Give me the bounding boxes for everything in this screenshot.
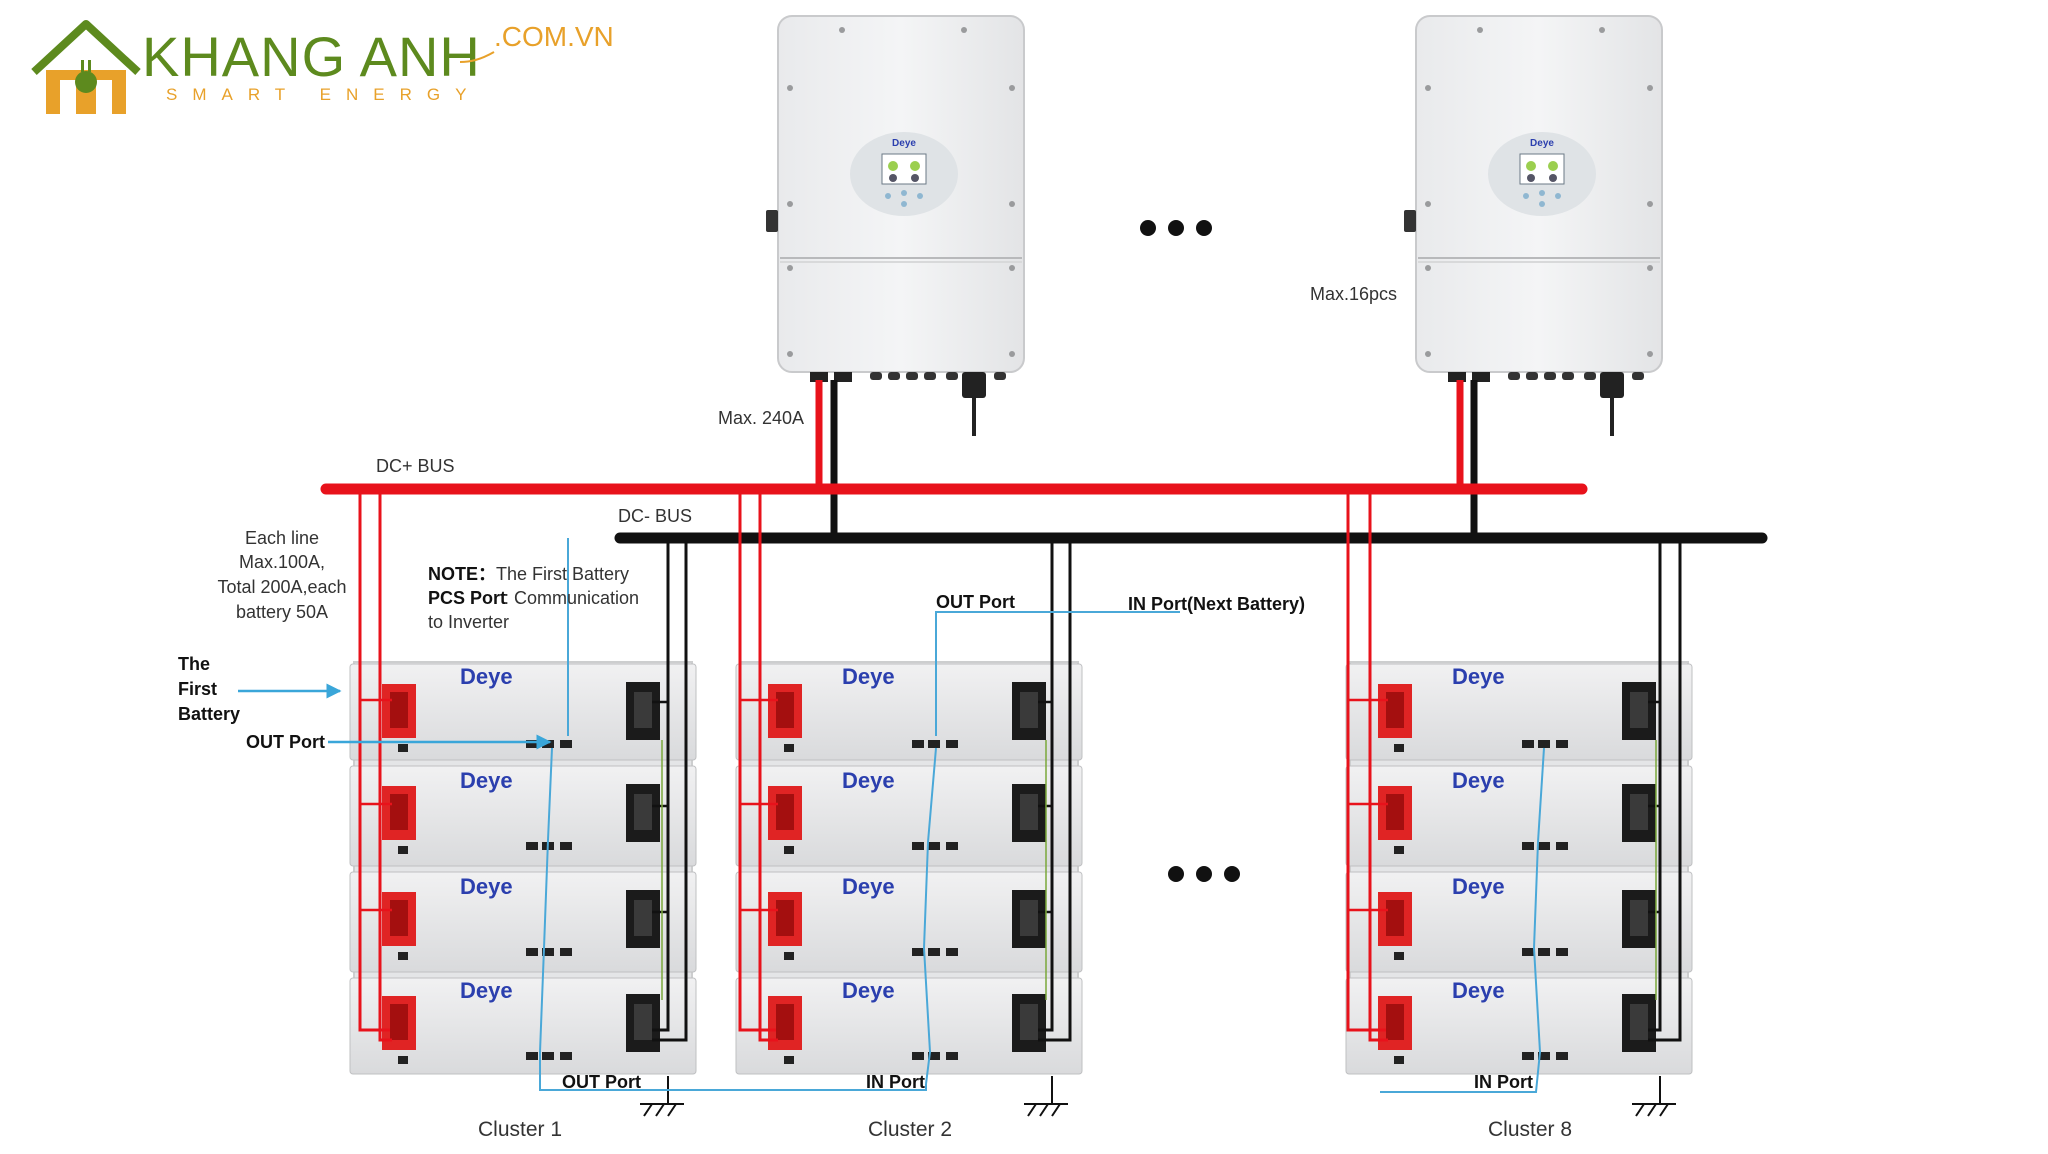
battery-module: Deye [1345, 871, 1693, 973]
cluster-label: Cluster 1 [478, 1118, 562, 1141]
battery-brand: Deye [1452, 768, 1505, 793]
first-battery-note: NOTE： The First Battery PCS Port : Commu… [428, 564, 639, 632]
battery-module: Deye [1345, 663, 1693, 761]
note-title: NOTE： [428, 564, 496, 584]
cluster-1: Deye Deye Deye Deye [349, 489, 697, 1141]
first-battery-label-line: Battery [178, 704, 240, 724]
each-line-note: Each line Max.100A, Total 200A,each batt… [217, 528, 346, 622]
inverter-2-cables [1456, 380, 1478, 536]
each-line-note-line: Max.100A, [239, 552, 325, 572]
more-clusters-ellipsis [1168, 866, 1240, 882]
battery-brand: Deye [1452, 978, 1505, 1003]
battery-brand: Deye [460, 664, 513, 689]
first-battery-callout: The First Battery [178, 654, 342, 724]
ground-icon [1024, 1076, 1068, 1117]
more-inverters-ellipsis [1140, 220, 1212, 236]
battery-brand: Deye [842, 874, 895, 899]
svg-text:PCS Port: PCS Port [428, 588, 506, 608]
battery-brand: Deye [842, 978, 895, 1003]
first-battery-label-line: The [178, 654, 210, 674]
battery-module: Deye [349, 871, 697, 973]
in-port-label-cluster8: IN Port [1474, 1072, 1533, 1092]
out-port-label-cluster2: OUT Port [936, 592, 1015, 612]
battery-brand: Deye [460, 874, 513, 899]
battery-module: Deye [735, 663, 1083, 761]
battery-module: Deye [349, 977, 697, 1075]
out-port-label-first: OUT Port [246, 732, 325, 752]
company-logo: KHANG ANH .COM.VN SMART ENERGY [31, 20, 614, 114]
inverter-brand: Deye [1530, 138, 1554, 149]
logo-tagline: SMART ENERGY [166, 85, 481, 104]
battery-module: Deye [735, 977, 1083, 1075]
comm-link-cluster1-to-2 [539, 1062, 927, 1091]
first-battery-label-line: First [178, 679, 217, 699]
inverter-2: Deye [1404, 15, 1663, 436]
out-port-label-bottom: OUT Port [562, 1072, 641, 1092]
inverter-terminals [1448, 372, 1644, 436]
note-line-1: The First Battery [496, 564, 629, 584]
battery-brand: Deye [460, 978, 513, 1003]
battery-brand: Deye [1452, 664, 1505, 689]
cluster-label: Cluster 2 [868, 1118, 952, 1141]
cluster-8: Deye Deye Deye Deye [1345, 489, 1693, 1141]
svg-text:NOTE：: NOTE： [428, 564, 496, 584]
battery-brand: Deye [842, 664, 895, 689]
battery-module: Deye [1345, 765, 1693, 867]
ground-icon [640, 1076, 684, 1117]
battery-module: Deye [349, 765, 697, 867]
battery-module: Deye [1345, 977, 1693, 1075]
cluster-label: Cluster 8 [1488, 1118, 1572, 1141]
battery-brand: Deye [1452, 874, 1505, 899]
logo-domain: .COM.VN [494, 21, 614, 52]
note-line-2: : Communication [504, 588, 639, 608]
inverter-display: Deye [1488, 132, 1596, 216]
inverter-1-cables [815, 380, 838, 536]
battery-brand: Deye [460, 768, 513, 793]
note-line-3: to Inverter [428, 612, 509, 632]
battery-module: Deye [349, 663, 697, 761]
each-line-note-line: Each line [245, 528, 319, 548]
inverter-terminals [810, 372, 1006, 436]
house-plug-icon [31, 20, 141, 114]
battery-module: Deye [735, 765, 1083, 867]
max-current-label: Max. 240A [718, 408, 804, 428]
dc-positive-bus-label: DC+ BUS [376, 456, 455, 476]
each-line-note-line: battery 50A [236, 602, 328, 622]
inverter-display: Deye [850, 132, 958, 216]
inverter-brand: Deye [892, 138, 916, 149]
each-line-note-line: Total 200A,each [217, 577, 346, 597]
battery-brand: Deye [842, 768, 895, 793]
dc-negative-bus-label: DC- BUS [618, 506, 692, 526]
in-port-label-cluster2: IN Port [866, 1072, 925, 1092]
note-pcs-port: PCS Port [428, 588, 506, 608]
max-inverters-label: Max.16pcs [1310, 284, 1397, 304]
in-port-next-label: IN Port(Next Battery) [1128, 594, 1305, 614]
logo-brand: KHANG ANH [142, 25, 481, 88]
battery-module: Deye [735, 871, 1083, 973]
inverter-1: Deye [766, 15, 1025, 436]
ground-icon [1632, 1076, 1676, 1117]
cluster-2: Deye Deye Deye Deye [735, 489, 1180, 1141]
